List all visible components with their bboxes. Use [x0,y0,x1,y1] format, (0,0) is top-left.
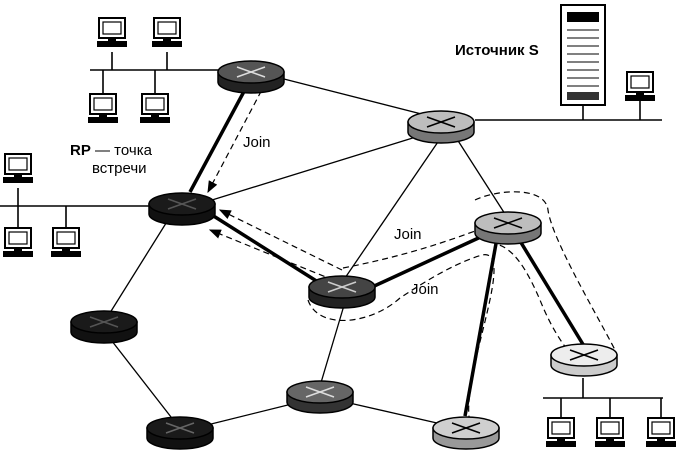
pc-icon [151,17,183,48]
router-rp [148,192,216,226]
join-paths [207,81,617,431]
source-label: Источник S [455,42,539,59]
rp-abbrev: RP [70,142,91,159]
pc-icon [645,417,677,448]
pc-icon [87,93,119,124]
router-left [70,310,138,344]
rp-label: RP — точка [70,142,152,159]
router-right-low [550,343,618,377]
pc-icon [624,71,656,102]
pc-icon [545,417,577,448]
router-bottom-left [146,416,214,450]
pc-icon [50,227,82,258]
pc-icon [139,93,171,124]
pc-icon [96,17,128,48]
rp-label-sub: встречи [92,160,147,177]
pc-icon [594,417,626,448]
join-label: Join [411,281,439,298]
router-bottom-right [432,416,500,450]
router-right-middle [474,211,542,245]
router-center [308,275,376,309]
rp-label-dash: — точка [90,142,152,159]
router-bottom-center [286,380,354,414]
tree-links [188,83,586,417]
router-top [217,60,285,94]
join-label: Join [243,134,271,151]
join-label: Join [394,226,422,243]
pc-icon [2,227,34,258]
server-icon [560,4,606,106]
router-upper-right [407,110,475,144]
pc-icon [2,153,34,184]
